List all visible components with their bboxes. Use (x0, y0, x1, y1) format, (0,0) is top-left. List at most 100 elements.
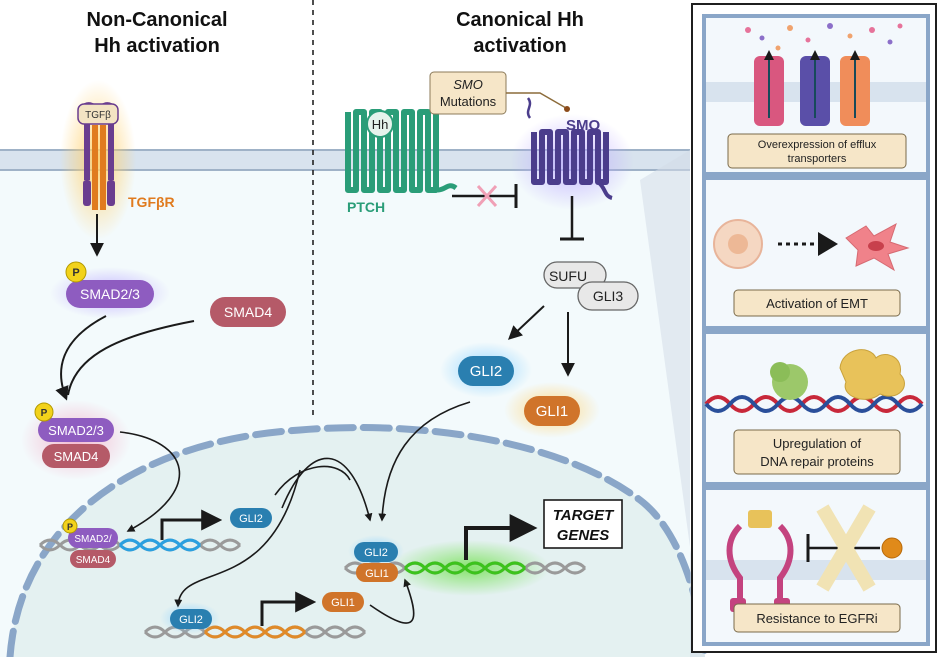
nuclear-envelope (6, 424, 709, 657)
ptch-label: PTCH (347, 199, 385, 215)
panel-emt-label: Activation of EMT (766, 296, 868, 311)
panel-dna-repair: Upregulation of DNA repair proteins (702, 330, 930, 486)
phospho-label: P (72, 267, 79, 279)
tgfbr-label: TGFβR (128, 194, 175, 210)
target-gli2-label: GLI2 (364, 547, 388, 559)
phospho-marker (65, 261, 87, 283)
heading-canonical-1: Canonical Hh (456, 9, 584, 31)
egfri-blocked-cross (816, 504, 876, 592)
smo-mutations-pointer (506, 92, 567, 109)
smad-complex-smad4 (42, 444, 110, 468)
smo-mutations-rest: Mutations (440, 94, 497, 109)
panel-egfri-label: Resistance to EGFRi (756, 611, 877, 626)
smo-transmembrane (531, 129, 609, 185)
dna-smad4 (70, 550, 116, 568)
transcription-arrow-gli2 (160, 509, 223, 540)
gli3-pill (577, 281, 639, 311)
ptch-receptor: Hh PTCH (345, 109, 458, 215)
smo-tail (596, 180, 613, 200)
inhibition-blocked-cross (476, 184, 498, 208)
dna-strand-2-gene-b (203, 625, 307, 639)
arrow-gli-to-nucleus (378, 401, 471, 522)
egfr-monomer-1 (726, 523, 743, 606)
mesenchymal-nucleus (868, 241, 884, 251)
transcription-arrow-target (464, 514, 538, 560)
dna-strand-target: GLI2 GLI1 (343, 514, 587, 596)
smad4-pill (210, 297, 286, 327)
panel-dna-repair-label-1: Upregulation of (773, 436, 862, 451)
tgfb-ligand (77, 103, 119, 125)
dna-phospho-label: P (67, 522, 73, 532)
gli3-label: GLI3 (593, 288, 624, 304)
drug-particle (827, 23, 833, 29)
drug-particles (745, 23, 903, 51)
dna-strand-gli1-promoter: GLI2 (143, 591, 367, 639)
panel-dna-repair-label-2: DNA repair proteins (760, 454, 874, 469)
dna-phospho (62, 518, 78, 534)
drug-particle (787, 25, 793, 31)
smad-complex: SMAD2/3 SMAD4 P (21, 400, 131, 480)
emt-arrow-head (818, 232, 838, 256)
arrow-gli2-to-target (281, 457, 373, 522)
panel-emt-label-box (733, 289, 901, 317)
panel-efflux: Overexpression of efflux transporters (702, 14, 930, 176)
panel-emt: Activation of EMT (702, 176, 930, 330)
dna-strand-3-gene-b (403, 561, 527, 575)
tgfbr-receptor: TGFβ TGFβR (60, 80, 175, 240)
egfr-inhibitor-drug (881, 537, 903, 559)
dna-strand-gli2-promoter: SMAD2/ SMAD4 P (38, 509, 242, 568)
heading-canonical-2: activation (473, 35, 566, 57)
egfr-monomer-2 (777, 523, 794, 606)
transcription-arrow-gli1 (260, 591, 317, 626)
drug-particle (847, 33, 853, 39)
arrow-gli2-loop (274, 465, 351, 496)
panel-egfri-label-box (733, 603, 901, 633)
tgfbr-chain-1 (84, 120, 90, 180)
panel-egfri-membrane (706, 560, 926, 580)
smad-complex-smad23 (38, 418, 114, 442)
panel-egfri: Resistance to EGFRi (702, 486, 930, 646)
sufu-label: SUFU (549, 268, 587, 284)
zoom-projection (640, 150, 705, 657)
target-genes-line2: GENES (557, 527, 610, 544)
smad23-phospho-group: SMAD2/3 P (50, 261, 170, 319)
panel-efflux-label-2: transporters (788, 153, 847, 165)
egfr-ligand (748, 510, 772, 528)
smo-mutations-callout: SMO Mutations (429, 71, 570, 115)
gli1-cytoplasm-label: GLI1 (536, 403, 569, 420)
drug-particle (869, 27, 875, 33)
panel-dna-repair-label-box (733, 429, 901, 475)
target-genes-frame (543, 499, 623, 549)
target-genes-box: TARGET GENES (543, 499, 623, 549)
gli2-cytoplasm-label: GLI2 (470, 363, 503, 380)
gli2-on-dna-lower-label: GLI2 (179, 614, 203, 626)
dna-smad23 (68, 528, 118, 548)
drug-particle (805, 37, 811, 43)
gli2-nuclear-1 (230, 508, 272, 528)
tgfbr-kinase-1 (83, 180, 91, 206)
hh-ligand-label: Hh (372, 117, 389, 132)
gli2-cytoplasm (458, 356, 514, 386)
smo-n-terminus (526, 97, 532, 119)
arrow-smad4-to-complex (67, 320, 195, 396)
drug-particle (775, 45, 781, 51)
smad-complex-phospho-label: P (41, 408, 48, 419)
gli2-on-dna-lower (170, 609, 212, 629)
tgfbr-chain-2 (92, 125, 98, 210)
ptch-tail (437, 183, 458, 193)
target-gli1-label: GLI1 (365, 568, 389, 580)
tgfbr-chain-3 (100, 125, 106, 210)
dna-smad4-label: SMAD4 (76, 555, 111, 566)
smo-label: SMO (566, 117, 601, 134)
tgfb-ligand-label: TGFβ (85, 110, 111, 121)
heading-noncanonical-2: Hh activation (94, 35, 220, 57)
drug-particle (897, 23, 903, 29)
dna-smad23-label: SMAD2/ (74, 534, 111, 545)
drug-particle (759, 35, 765, 41)
gli1-nuclear-label: GLI1 (331, 597, 355, 609)
smo-mutations-italic: SMO (453, 77, 483, 92)
repair-dna-strand-b (704, 395, 924, 413)
smo-mutations-dot (564, 106, 570, 112)
